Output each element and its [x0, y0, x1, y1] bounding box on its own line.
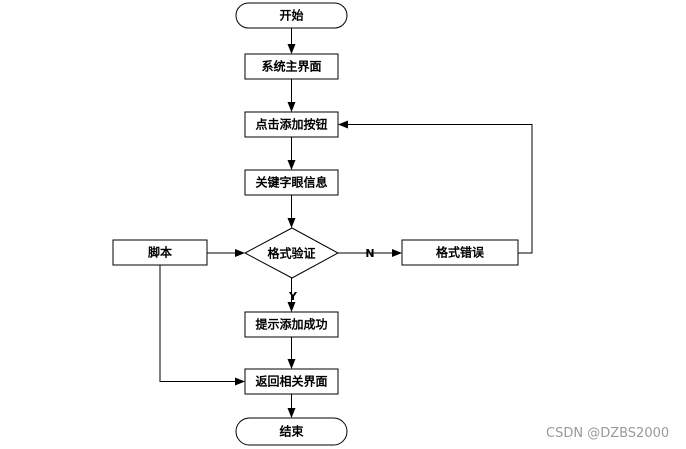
arrow-script-to-return [159, 265, 245, 386]
add-success-label: 提示添加成功 [255, 317, 327, 332]
click-add-label: 点击添加按钮 [255, 117, 327, 132]
format-error-label: 格式错误 [436, 245, 485, 260]
arrow-error-loop-to-click [338, 120, 533, 254]
format-error-node: 格式错误 [401, 239, 519, 266]
return-page-label: 返回相关界面 [255, 374, 327, 389]
end-label: 结束 [279, 424, 304, 439]
main-ui-node: 系统主界面 [244, 53, 339, 80]
click-add-node: 点击添加按钮 [244, 111, 339, 138]
format-check-decision: 格式验证 [243, 227, 340, 279]
watermark: CSDN @DZBS2000 [546, 426, 670, 441]
start-terminator: 开始 [235, 2, 348, 29]
end-terminator: 结束 [235, 417, 348, 446]
return-page-node: 返回相关界面 [244, 368, 339, 395]
format-check-label: 格式验证 [267, 246, 315, 261]
script-label: 脚本 [148, 245, 172, 260]
keyword-info-label: 关键字眼信息 [255, 175, 327, 190]
script-node: 脚本 [112, 239, 208, 266]
edge-label-no: N [365, 247, 374, 260]
edge-label-yes: Y [288, 290, 298, 303]
main-ui-label: 系统主界面 [261, 59, 321, 74]
add-success-node: 提示添加成功 [244, 311, 339, 338]
start-label: 开始 [279, 8, 303, 23]
keyword-info-node: 关键字眼信息 [244, 169, 339, 196]
